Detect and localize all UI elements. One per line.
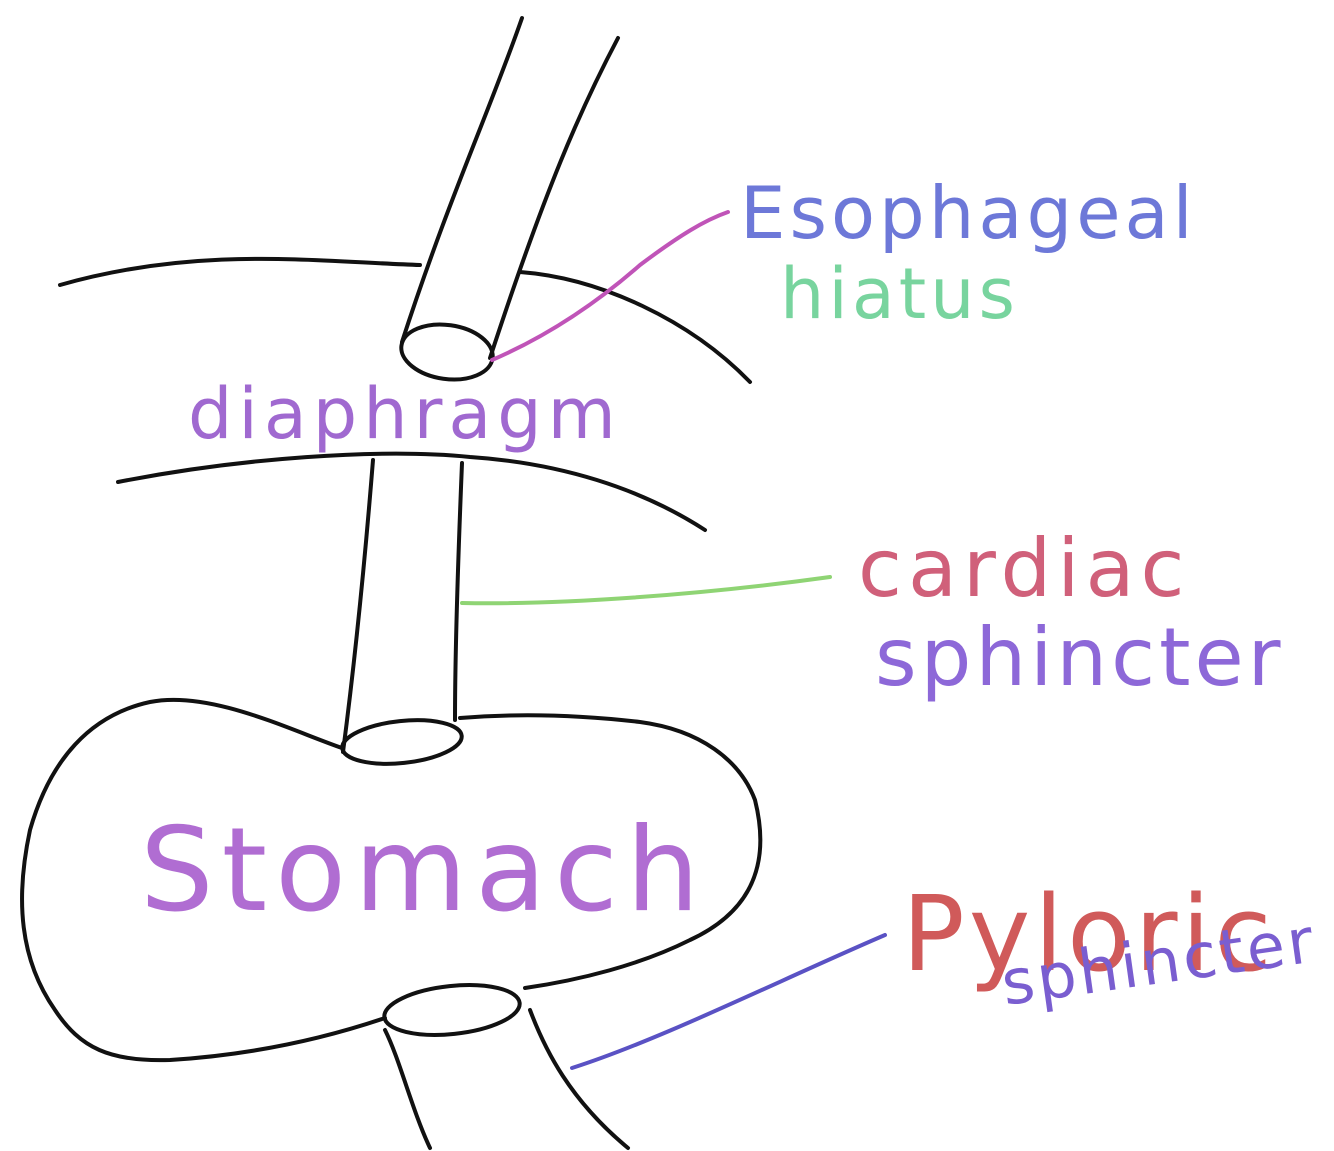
pyloric-label: Pyloric	[902, 873, 1276, 995]
cardiac-sphincter-label: sphincter	[875, 611, 1285, 704]
diaphragm-upper-band	[58, 256, 752, 384]
esophageal-label: Esophageal	[740, 171, 1197, 255]
pyloric-leader-line	[570, 933, 887, 1070]
cardiac-sphincter-opening	[340, 718, 464, 766]
diaphragm-label: diaphragm	[188, 373, 622, 455]
stomach-label: Stomach	[140, 803, 707, 938]
duodenum	[383, 1008, 630, 1150]
hiatus-leader-line	[490, 210, 730, 362]
cardiac-leader-line	[460, 575, 832, 606]
pyloric-sphincter-opening	[382, 983, 522, 1037]
stomach-body	[20, 697, 763, 1063]
cardiac-label: cardiac	[858, 522, 1191, 615]
lower-esophagus	[341, 458, 464, 754]
hiatus-label: hiatus	[780, 253, 1019, 335]
upper-esophagus	[400, 16, 620, 360]
diaphragm-lower-band	[116, 451, 707, 532]
